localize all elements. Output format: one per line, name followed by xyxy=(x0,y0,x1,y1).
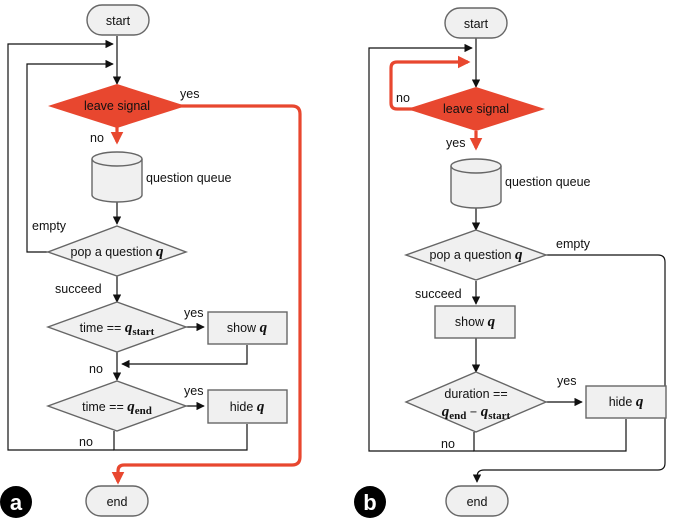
node-leave-signal-b xyxy=(407,87,545,131)
label-yes-time-start: yes xyxy=(184,306,203,320)
node-leave-signal xyxy=(48,84,186,128)
pop-question-label-b: pop a question q xyxy=(430,247,524,263)
node-end-b xyxy=(445,485,509,517)
question-queue-label: question queue xyxy=(146,171,232,185)
edge-pop-empty-b xyxy=(472,254,666,483)
label-no-loop-b: no xyxy=(396,91,410,105)
edge-loop-empty xyxy=(26,59,114,253)
edge-signal-no-red-b xyxy=(389,55,471,111)
node-hide-q-b xyxy=(585,385,667,419)
show-q-label: show q xyxy=(227,320,268,336)
panel-a: start leave signal question queue pop a … xyxy=(0,4,302,518)
panel-a-badge xyxy=(0,486,32,518)
node-pop-question xyxy=(45,225,189,277)
node-time-eq-qstart xyxy=(45,301,189,353)
label-succeed-b: succeed xyxy=(415,287,462,301)
time-eq-qend-label: time == qend xyxy=(82,399,152,417)
duration-label-b: duration == xyxy=(444,387,507,401)
label-no-bottom-b: no xyxy=(441,437,455,451)
node-start xyxy=(86,4,150,36)
label-yes-signal-b: yes xyxy=(446,136,465,150)
label-yes-duration-b: yes xyxy=(557,374,576,388)
edge-signal-yes-red xyxy=(111,104,302,485)
leave-signal-label-b: leave signal xyxy=(443,102,509,116)
edge-hide-return-b xyxy=(473,419,627,452)
node-end xyxy=(85,485,149,517)
leave-signal-label: leave signal xyxy=(84,99,150,113)
pop-question-label: pop a question q xyxy=(71,244,165,260)
start-label: start xyxy=(106,14,131,28)
node-show-q xyxy=(207,311,288,345)
node-time-eq-qend xyxy=(45,380,189,432)
duration-formula-b: qend − qstart xyxy=(442,404,511,422)
label-no-signal: no xyxy=(90,131,104,145)
edge-loop-outer xyxy=(7,39,114,451)
node-start-b xyxy=(444,7,508,39)
label-yes-time-end: yes xyxy=(184,384,203,398)
end-label: end xyxy=(107,495,128,509)
question-queue-label-b: question queue xyxy=(505,175,591,189)
hide-q-label: hide q xyxy=(230,399,265,415)
node-pop-question-b xyxy=(403,229,549,281)
panel-b-badge xyxy=(354,486,386,518)
node-duration-b xyxy=(404,371,548,433)
panel-a-badge-label: a xyxy=(10,490,23,515)
label-no-time-start: no xyxy=(89,362,103,376)
node-question-queue xyxy=(91,151,143,203)
edge-loop-outer-b xyxy=(368,43,474,452)
node-question-queue-b xyxy=(450,158,502,209)
panel-b-badge-label: b xyxy=(363,490,376,515)
label-empty-b: empty xyxy=(556,237,591,251)
hide-q-label-b: hide q xyxy=(609,394,644,410)
time-eq-qstart-label: time == qstart xyxy=(80,320,155,338)
edge-show-return xyxy=(121,345,248,369)
label-empty: empty xyxy=(32,219,67,233)
end-label-b: end xyxy=(467,495,488,509)
show-q-label-b: show q xyxy=(455,314,496,330)
edge-hide-return xyxy=(113,424,248,451)
label-no-bottom: no xyxy=(79,435,93,449)
panel-b: start leave signal question queue pop a … xyxy=(354,7,667,518)
label-succeed: succeed xyxy=(55,282,102,296)
label-yes-signal: yes xyxy=(180,87,199,101)
start-label-b: start xyxy=(464,17,489,31)
node-hide-q xyxy=(207,389,288,424)
node-show-q-b xyxy=(434,305,516,339)
